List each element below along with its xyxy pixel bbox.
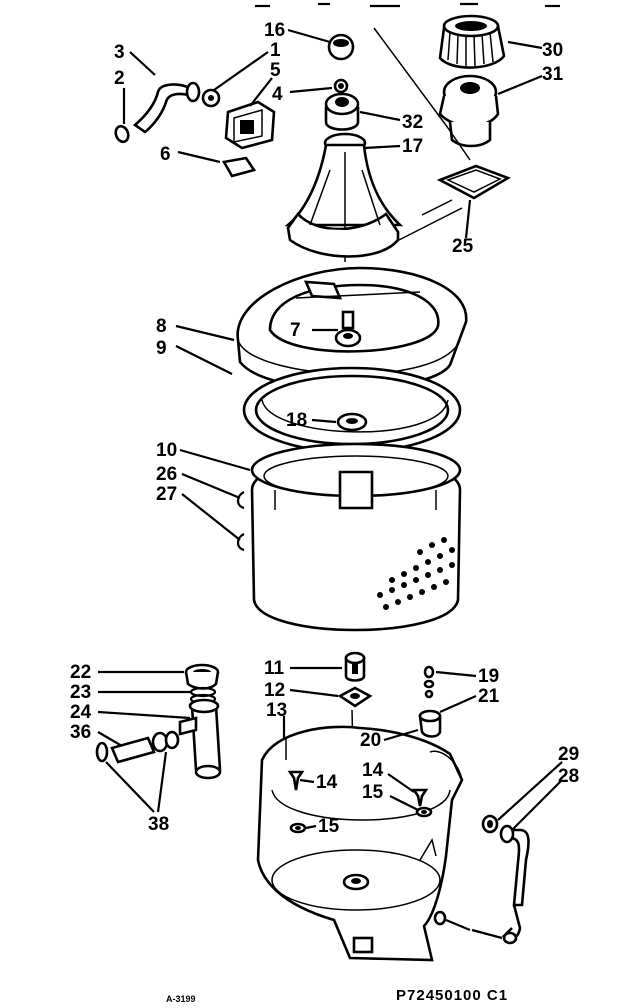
label-3: 3 (114, 42, 125, 63)
label-15-right: 15 (362, 782, 384, 803)
label-24: 24 (70, 702, 92, 723)
label-20: 20 (360, 730, 381, 751)
label-7: 7 (290, 320, 301, 341)
label-11: 11 (264, 658, 285, 679)
filter-base-part-31 (438, 74, 500, 148)
label-9: 9 (156, 338, 167, 359)
label-36: 36 (70, 722, 91, 743)
label-30: 30 (542, 40, 563, 61)
label-29: 29 (558, 744, 579, 765)
label-19: 19 (478, 666, 499, 687)
leader-lines (97, 28, 563, 940)
label-14-left: 14 (316, 772, 338, 793)
base-part-13 (256, 725, 464, 962)
part-code: P72450100 C1 (396, 987, 508, 1004)
bushing-part-32 (324, 92, 360, 131)
label-23: 23 (70, 682, 91, 703)
filter-cap-part-30 (438, 14, 506, 69)
seal-part-12 (337, 686, 373, 708)
label-17: 17 (402, 136, 423, 157)
label-31: 31 (542, 64, 564, 85)
hose-part-3 (114, 81, 221, 144)
ring-part-9 (242, 366, 462, 454)
top-edge-marks (255, 2, 560, 8)
nut-part-7 (334, 310, 362, 348)
label-2: 2 (114, 68, 125, 89)
label-15-left: 15 (318, 816, 340, 837)
valve-part-21 (418, 709, 442, 738)
elbow-part-36 (95, 730, 180, 764)
footer-code: A-3199 (166, 994, 196, 1004)
label-26: 26 (156, 464, 177, 485)
label-6: 6 (160, 144, 171, 165)
bracket-part-5 (224, 100, 276, 150)
housing-part-24 (178, 698, 222, 780)
label-5: 5 (270, 60, 281, 81)
plate-part-25 (436, 164, 512, 200)
washer-part-15-left (289, 822, 307, 834)
label-4: 4 (272, 84, 283, 105)
pump-cap-part-22 (184, 663, 220, 690)
label-1: 1 (270, 40, 281, 61)
clip-part-6 (221, 156, 257, 178)
screw-part-14-left (287, 770, 305, 791)
clip-part-26 (236, 491, 245, 510)
coupling-part-11 (344, 651, 366, 682)
label-28: 28 (558, 766, 579, 787)
cap-part-16 (327, 33, 355, 61)
basket-holes (377, 537, 455, 610)
clip-part-27 (236, 533, 245, 552)
label-16: 16 (264, 20, 285, 41)
label-8: 8 (156, 316, 167, 337)
washer-part-15-right (415, 806, 433, 818)
hose-part-28 (499, 824, 530, 945)
label-38: 38 (148, 814, 169, 835)
label-25: 25 (452, 236, 474, 257)
label-21: 21 (478, 686, 500, 707)
label-10: 10 (156, 440, 177, 461)
label-32: 32 (402, 112, 423, 133)
clamp-part-29 (481, 814, 499, 834)
label-18: 18 (286, 410, 307, 431)
label-12: 12 (264, 680, 285, 701)
label-13: 13 (266, 700, 287, 721)
cap-part-19 (423, 665, 435, 699)
drain-port (433, 910, 447, 926)
washer-part-4 (333, 78, 349, 94)
label-14-right: 14 (362, 760, 384, 781)
label-22: 22 (70, 662, 91, 683)
basket-part-10 (250, 442, 462, 632)
label-27: 27 (156, 484, 177, 505)
hub-part-18 (336, 412, 368, 432)
guide-lines (373, 27, 471, 243)
agitator-part-17 (284, 132, 404, 262)
screw-part-14-right (411, 788, 429, 807)
part-labels: 16 1 5 4 3 2 6 30 31 32 17 25 8 9 7 18 1… (70, 20, 579, 837)
